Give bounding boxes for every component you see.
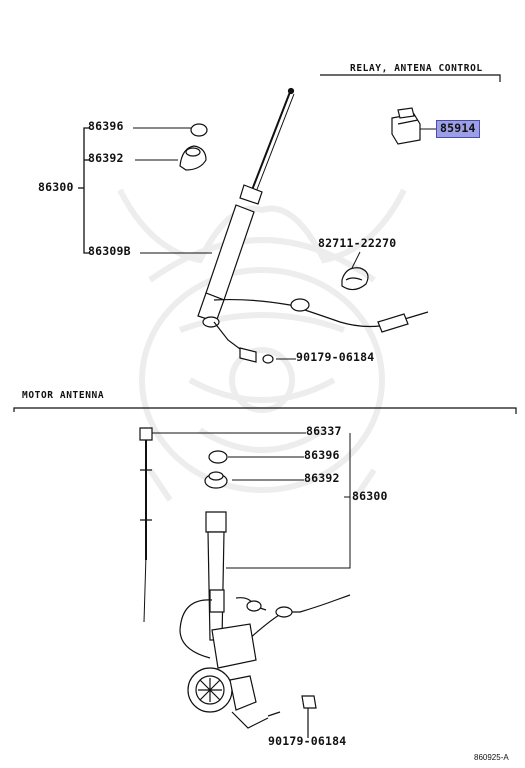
part-90179-06184-bottom[interactable]: 90179-06184	[268, 734, 347, 748]
part-86396-top[interactable]: 86396	[88, 119, 124, 133]
part-86396-bottom[interactable]: 86396	[304, 448, 340, 462]
part-86300-bottom[interactable]: 86300	[352, 489, 388, 503]
part-86337[interactable]: 86337	[306, 424, 342, 438]
top-antenna-drawing	[197, 87, 429, 364]
clamp-82711	[341, 267, 369, 291]
part-82711-22270[interactable]: 82711-22270	[318, 236, 397, 250]
figure-code: 860925-A	[474, 753, 509, 762]
relay-85914	[391, 107, 421, 145]
part-86392-bottom[interactable]: 86392	[304, 471, 340, 485]
grommet-86396-top	[190, 123, 208, 137]
part-86309b[interactable]: 86309B	[88, 244, 131, 258]
section-relay-antenna-control: RELAY, ANTENA CONTROL	[350, 63, 483, 74]
samurai-helmet-watermark-icon	[117, 188, 407, 502]
part-90179-06184-top[interactable]: 90179-06184	[296, 350, 375, 364]
part-86392-top[interactable]: 86392	[88, 151, 124, 165]
part-85914-highlighted[interactable]: 85914	[436, 120, 480, 138]
section-motor-antenna: MOTOR ANTENNA	[22, 390, 105, 401]
motor-antenna-drawing	[139, 427, 351, 738]
part-86300-top[interactable]: 86300	[38, 180, 74, 194]
